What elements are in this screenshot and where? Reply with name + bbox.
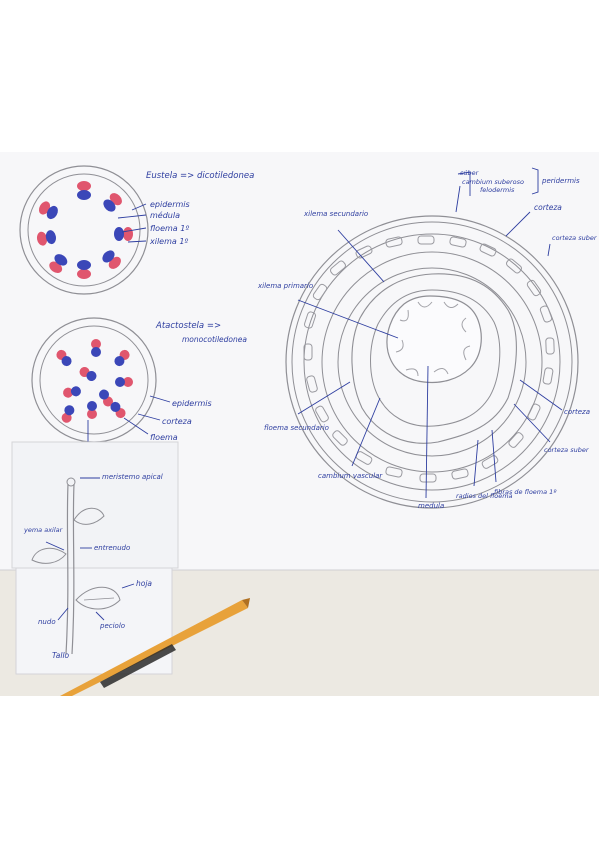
xylem-inner-outline [370, 289, 501, 427]
vascular-bundle [77, 260, 91, 279]
leaf-lower [75, 586, 121, 610]
label-tallo: Tallo [52, 651, 70, 660]
leaf-upper [73, 507, 105, 525]
vascular-bundle [77, 181, 91, 200]
vascular-bundle [49, 254, 68, 274]
label-peridermis: peridermis [541, 177, 580, 185]
atactostele-inner-ring [39, 325, 149, 435]
vascular-bundle [38, 201, 58, 220]
atactostele-bundles [56, 339, 133, 423]
label-yema-axilar: yema axilar [23, 526, 64, 534]
label-floema-primario: floema 1º [150, 224, 189, 233]
label-epidermis-2: epidermis [172, 399, 212, 408]
vascular-bundle [56, 349, 72, 367]
vascular-bundle [79, 367, 97, 381]
plant-stem [65, 483, 69, 655]
pen-image [60, 598, 250, 696]
label-corteza: corteza [162, 417, 192, 426]
label-corteza-suber-top: corteza suber [552, 234, 598, 242]
pen-barrel [60, 600, 248, 696]
label-corteza-right: corteza [564, 408, 590, 416]
woody-stem-diagram: súber cambium suberoso felodermis peride… [257, 167, 598, 510]
label-floema-secundario: floema secundario [264, 424, 329, 432]
eustele-inner-ring [27, 173, 141, 287]
pen-tip [242, 598, 250, 608]
primary-xylem-lobes [395, 301, 471, 377]
vascular-bundle [103, 193, 122, 212]
plant-card: meristemo apical yema axilar entrenudo h… [11, 441, 179, 675]
label-xilema-primario: xilema primario [257, 282, 313, 290]
cambium-suberoso-ring [291, 221, 573, 503]
label-corteza-top: corteza [534, 203, 562, 212]
vascular-bundle [99, 389, 113, 407]
vascular-bundle [91, 339, 101, 357]
eustele-outer-ring [19, 165, 149, 295]
suber-ring [285, 215, 579, 509]
label-peciolo: peciolo [99, 622, 125, 630]
label-meristemo-apical: meristemo apical [102, 473, 163, 481]
label-floema: floema [150, 433, 178, 442]
atactostele-title: Atactostela => [155, 321, 221, 331]
vascular-bundle [115, 377, 133, 387]
vascular-bundle [102, 250, 121, 269]
label-cambium-suberoso: cambium suberoso [462, 178, 524, 186]
phloem-fiber-bumps [303, 235, 555, 483]
vascular-bundle [110, 401, 126, 419]
vascular-bundle [63, 386, 81, 398]
cambium-vascular-ring [337, 267, 527, 457]
label-felodermis: felodermis [480, 186, 515, 194]
label-nudo: nudo [38, 618, 56, 626]
label-epidermis: epidermis [150, 200, 190, 209]
leaf-left [31, 547, 67, 564]
xylem-outline [351, 273, 517, 444]
medula-core [386, 295, 482, 384]
eustele-title: Eustela => dicotiledonea [146, 171, 254, 181]
label-xilema-secundario: xilema secundario [303, 210, 368, 218]
phloem-ring [321, 251, 543, 473]
label-suber: súber [460, 169, 480, 177]
label-radios-floema: radios del floema [456, 492, 513, 500]
vascular-bundle [61, 405, 75, 423]
label-medula-woody: medula [418, 502, 444, 510]
atactostele-subtitle: monocotiledonea [182, 335, 247, 344]
label-xilema-primario: xilema 1º [149, 237, 188, 246]
drawing-scene: Eustela => dicotiledonea epidermis médul… [0, 152, 599, 696]
apical-meristem [66, 477, 76, 487]
label-hoja: hoja [136, 579, 152, 588]
vascular-bundle [36, 230, 56, 246]
label-corteza-suber-right: corteza suber [544, 446, 590, 454]
label-entrenudo: entrenudo [94, 544, 130, 552]
vascular-bundle [87, 401, 97, 419]
cortex-ring [303, 233, 561, 491]
eustele-diagram: Eustela => dicotiledonea epidermis médul… [19, 165, 254, 295]
vascular-bundle [114, 227, 133, 241]
label-fibras-floema: fibras de floema 1º [494, 488, 556, 496]
photo: Eustela => dicotiledonea epidermis médul… [0, 152, 599, 696]
label-cambium-vascular: cambium vascular [318, 472, 383, 480]
pen-ink-tube [100, 644, 176, 688]
label-medula: médula [150, 210, 180, 220]
eustele-bundles [36, 181, 133, 279]
vascular-bundle [114, 349, 130, 367]
